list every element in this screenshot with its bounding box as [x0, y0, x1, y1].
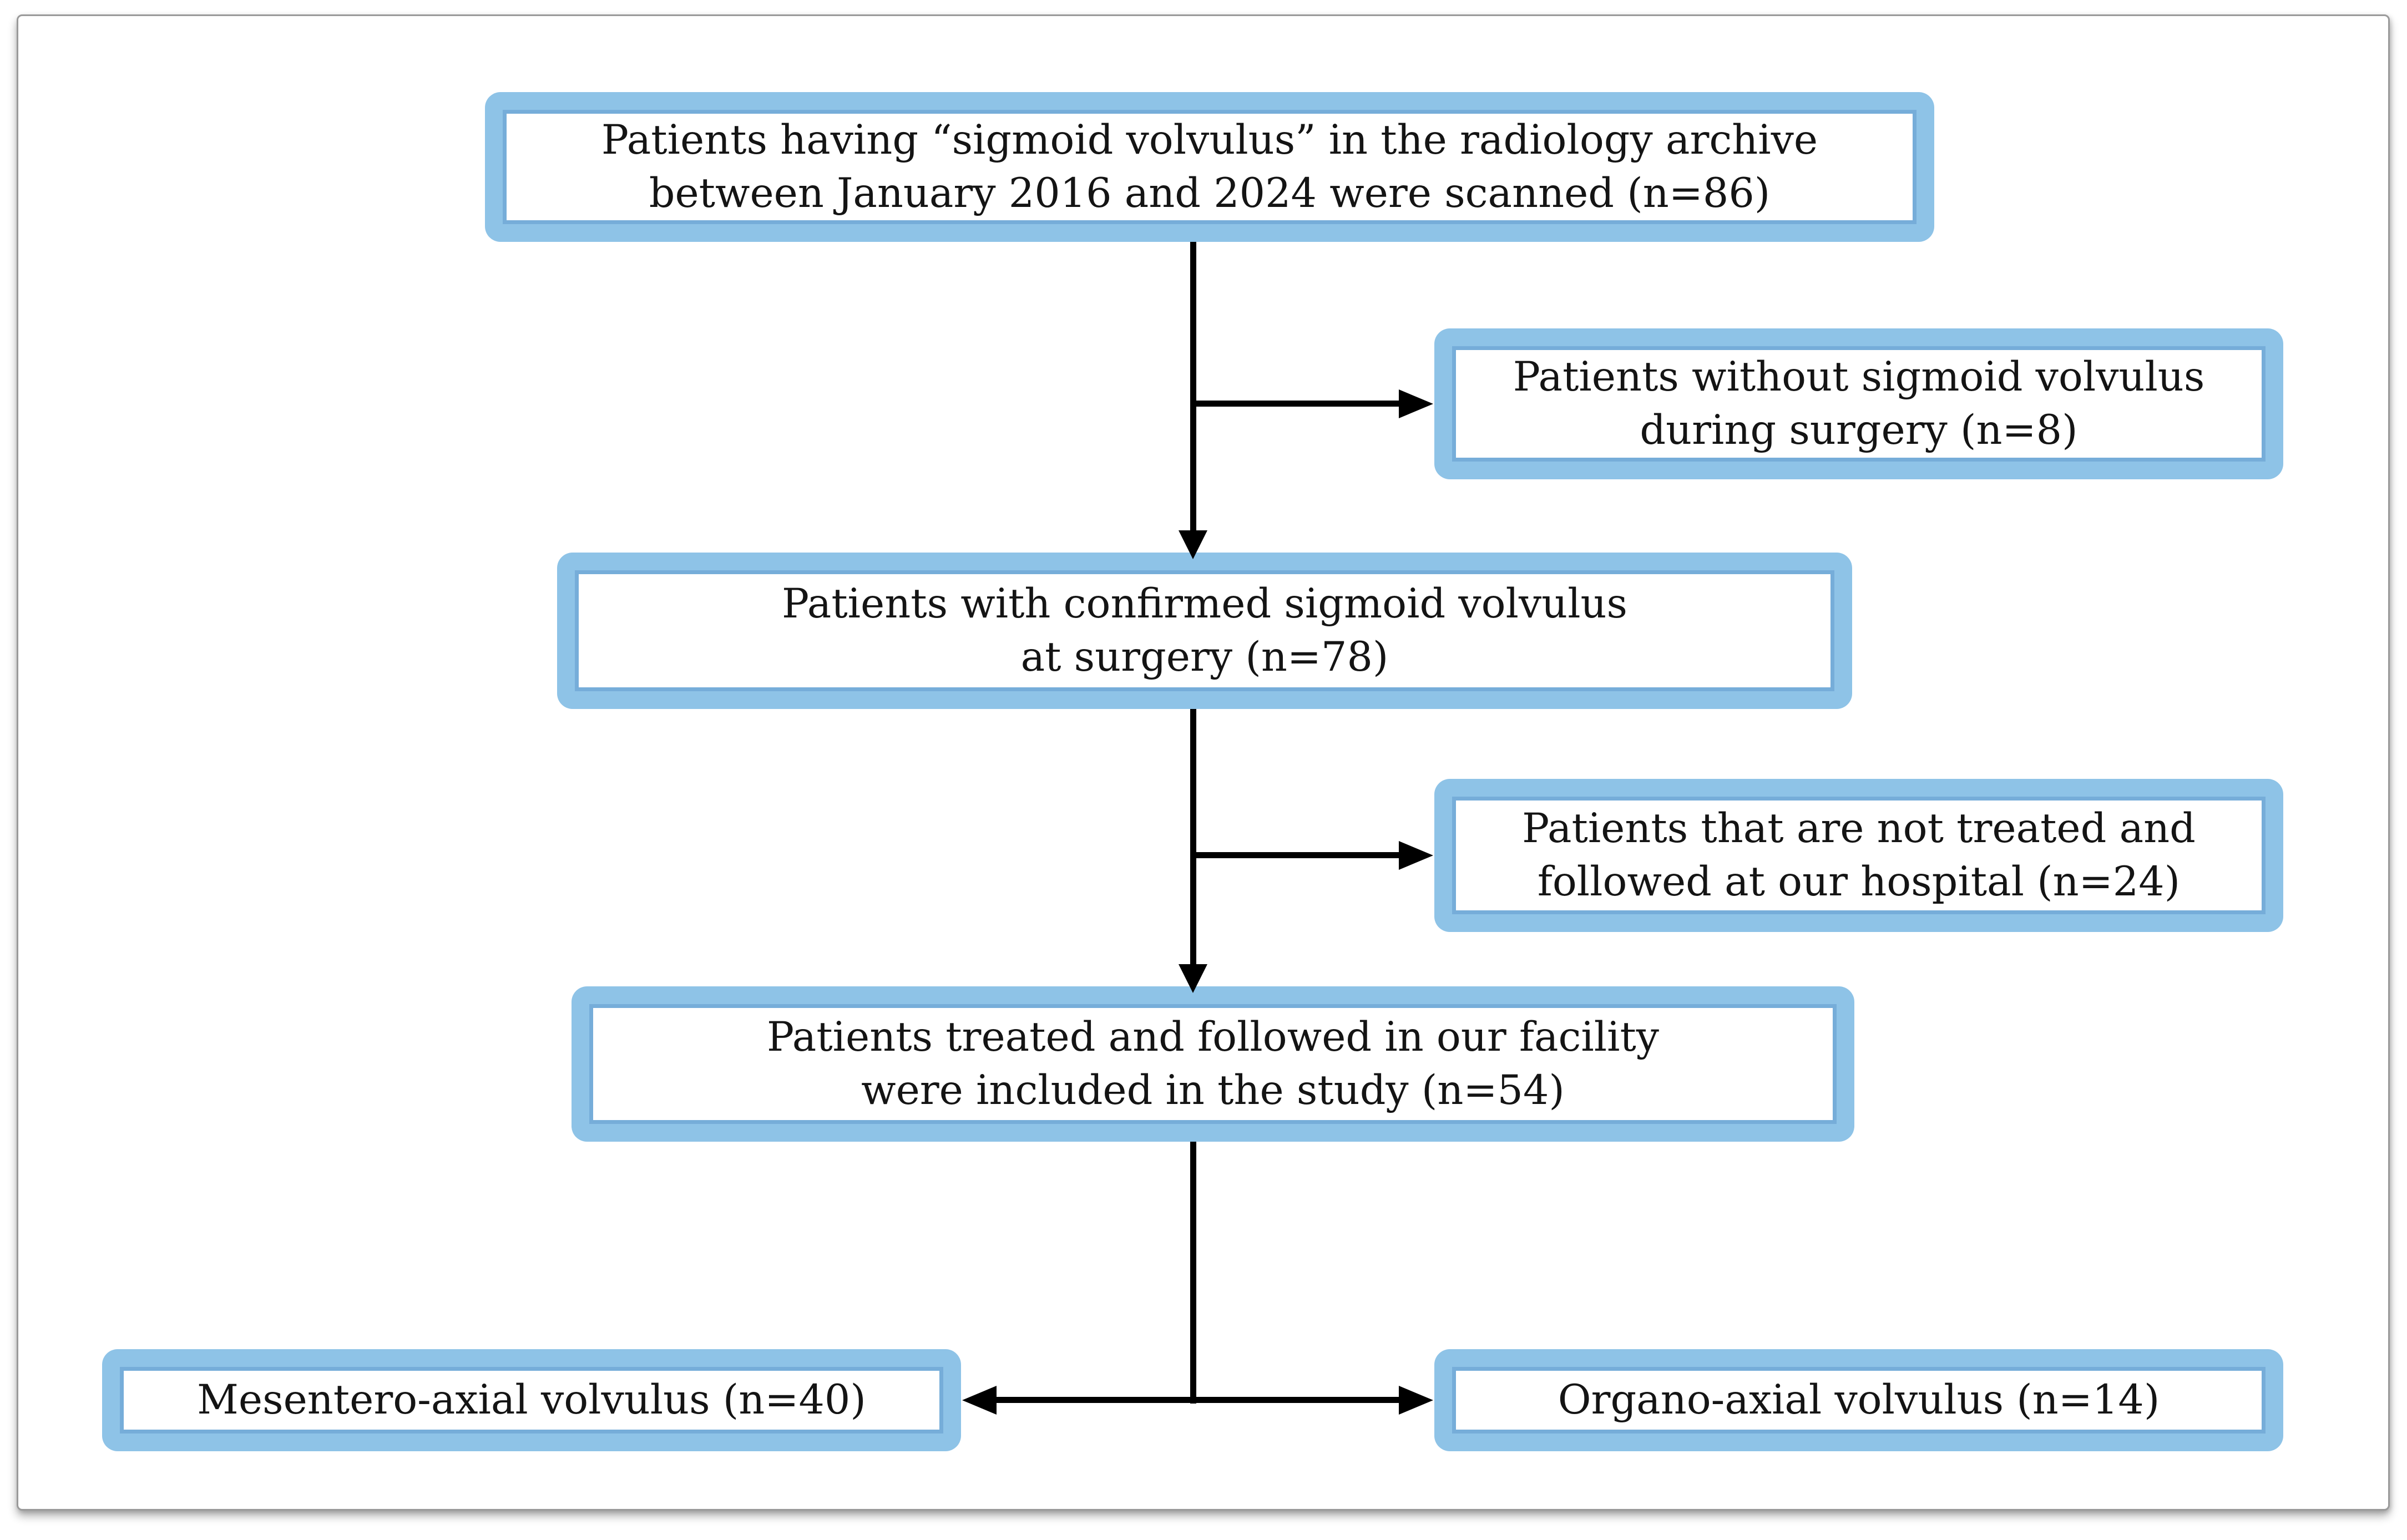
arrow-archive-to-confirmed-shaft	[1190, 242, 1196, 531]
arrow-confirmed-to-included-shaft	[1190, 709, 1196, 965]
flow-box-archive-scan: Patients having “sigmoid volvulus” in th…	[485, 92, 1934, 242]
flow-box-excluded-not-followed-line1: Patients that are not treated and	[1522, 805, 2196, 852]
flow-box-excluded-not-followed: Patients that are not treated and follow…	[1434, 779, 2283, 932]
flow-box-organo-axial: Organo-axial volvulus (n=14)	[1434, 1349, 2283, 1451]
flow-box-excluded-no-volvulus-line2: during surgery (n=8)	[1640, 407, 2078, 454]
flow-box-excluded-no-volvulus: Patients without sigmoid volvulus during…	[1434, 328, 2283, 479]
flow-box-included-in-study: Patients treated and followed in our fac…	[572, 986, 1854, 1142]
flow-box-confirmed-at-surgery: Patients with confirmed sigmoid volvulus…	[557, 553, 1852, 709]
flow-box-included-line2: were included in the study (n=54)	[861, 1067, 1565, 1114]
arrowhead-right-into-organo-axial-icon	[1399, 1386, 1433, 1415]
figure-border	[17, 14, 2390, 1511]
arrow-branch-to-excluded-not-followed-shaft	[1193, 852, 1399, 858]
flow-box-included-line1: Patients treated and followed in our fac…	[766, 1014, 1660, 1061]
arrowhead-left-into-mesentero-axial-icon	[962, 1386, 997, 1415]
flow-box-confirmed-line2: at surgery (n=78)	[1020, 634, 1389, 681]
arrow-split-horizontal-shaft	[995, 1397, 1399, 1403]
arrow-included-to-split-shaft	[1190, 1142, 1196, 1404]
arrowhead-right-into-excluded-no-volvulus-icon	[1399, 389, 1433, 418]
arrowhead-down-into-included-icon	[1179, 964, 1207, 993]
flow-box-organo-axial-label: Organo-axial volvulus (n=14)	[1558, 1376, 2160, 1424]
flow-box-excluded-no-volvulus-line1: Patients without sigmoid volvulus	[1513, 353, 2205, 401]
flow-box-archive-line2: between January 2016 and 2024 were scann…	[649, 170, 1771, 217]
arrowhead-right-into-excluded-not-followed-icon	[1399, 841, 1433, 870]
flow-box-archive-line1: Patients having “sigmoid volvulus” in th…	[601, 116, 1818, 164]
flow-box-excluded-not-followed-line2: followed at our hospital (n=24)	[1537, 858, 2181, 905]
arrow-branch-to-excluded-no-volvulus-shaft	[1193, 401, 1399, 407]
flow-box-confirmed-line1: Patients with confirmed sigmoid volvulus	[781, 580, 1628, 627]
flow-box-mesentero-axial-label: Mesentero-axial volvulus (n=40)	[197, 1376, 866, 1424]
flow-box-mesentero-axial: Mesentero-axial volvulus (n=40)	[102, 1349, 961, 1451]
arrowhead-down-into-confirmed-icon	[1179, 530, 1207, 559]
